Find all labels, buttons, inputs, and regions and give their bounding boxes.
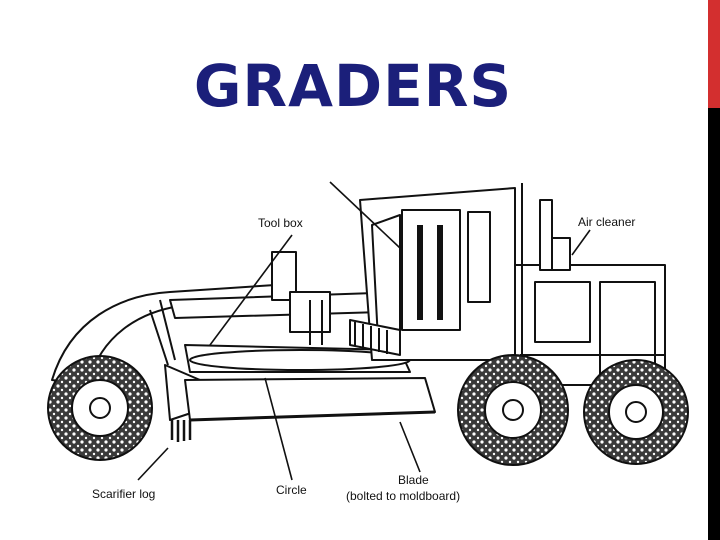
label-scarifier-log: Scarifier log (92, 487, 155, 501)
leader-blade (400, 422, 420, 472)
cab-window-front (402, 210, 460, 330)
air-cleaner (552, 238, 570, 270)
leader-air-cleaner (572, 230, 590, 255)
scarifier-teeth (172, 420, 190, 442)
slide-edge-bar (708, 0, 720, 540)
label-air-cleaner: Air cleaner (578, 215, 635, 229)
label-blade: Blade (398, 473, 429, 487)
label-circle: Circle (276, 483, 307, 497)
rear-wheel-1 (458, 355, 568, 465)
rear-wheel-2 (584, 360, 688, 464)
front-wheel (48, 356, 152, 460)
slide-accent-bar (708, 0, 720, 108)
label-blade-note: (bolted to moldboard) (346, 489, 460, 503)
label-tool-box: Tool box (258, 216, 303, 230)
leader-scarifier (138, 448, 168, 480)
exhaust-stack (540, 200, 552, 270)
cab-window-side (468, 212, 490, 302)
